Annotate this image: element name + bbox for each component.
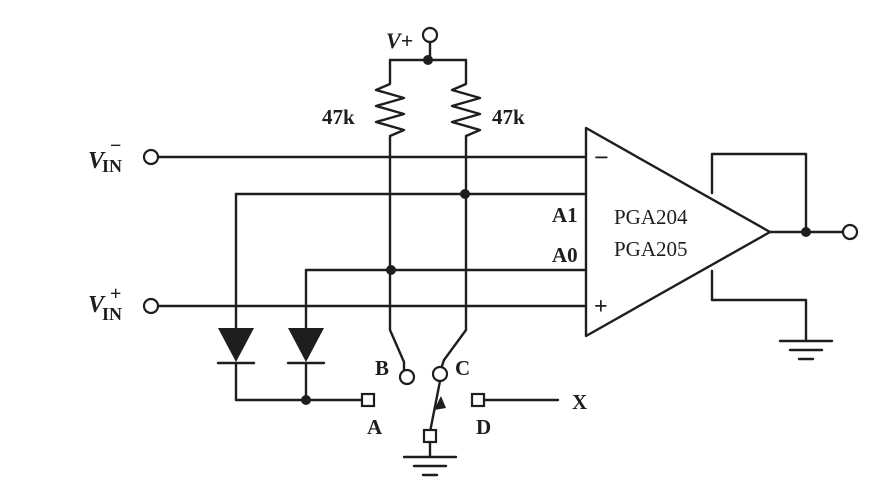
input-inverting-label: V [88,148,106,174]
pin-a1-label: A1 [552,203,578,227]
switch-label-a: A [367,415,383,439]
ground-reference [778,339,834,361]
diode-left [216,328,256,365]
part-number-line-1: PGA204 [614,205,688,229]
switch-label-c: C [455,356,470,380]
resistor-right [450,58,482,154]
output-terminal[interactable] [841,223,859,241]
switch-arm[interactable] [428,379,446,434]
supply-terminal [421,26,439,44]
amplifier-triangle [584,126,772,338]
input-inverting-sup: − [110,135,121,157]
part-number-line-2: PGA205 [614,237,688,261]
output-junction [801,227,811,237]
switch-label-x: X [572,390,587,414]
resistor-right-value: 47k [492,105,525,129]
contact-c[interactable] [431,365,449,383]
input-noninverting-main: V [88,292,106,318]
switch-label-d: D [476,415,491,439]
ground-switch [402,455,458,477]
input-noninverting-sup: + [110,283,121,305]
switch-label-b: B [375,356,389,380]
contact-a[interactable] [360,392,376,408]
pin-plus-label: + [594,294,608,320]
input-noninverting-label: V [88,292,106,318]
switch-common [422,428,438,444]
resistor-left [374,58,406,154]
pin-a0-label: A0 [552,243,578,267]
input-inverting-sub: IN [102,156,122,176]
contact-b[interactable] [398,368,416,386]
input-noninverting-terminal[interactable] [142,297,160,315]
supply-label: V+ [386,28,413,53]
pin-minus-label: − [594,143,609,172]
input-inverting-main: V [88,148,106,174]
contact-d[interactable] [470,392,486,408]
diode-right [286,328,326,365]
junction-diodes [301,395,311,405]
input-noninverting-sub: IN [102,304,122,324]
input-inverting-terminal[interactable] [142,148,160,166]
resistor-left-value: 47k [322,105,355,129]
